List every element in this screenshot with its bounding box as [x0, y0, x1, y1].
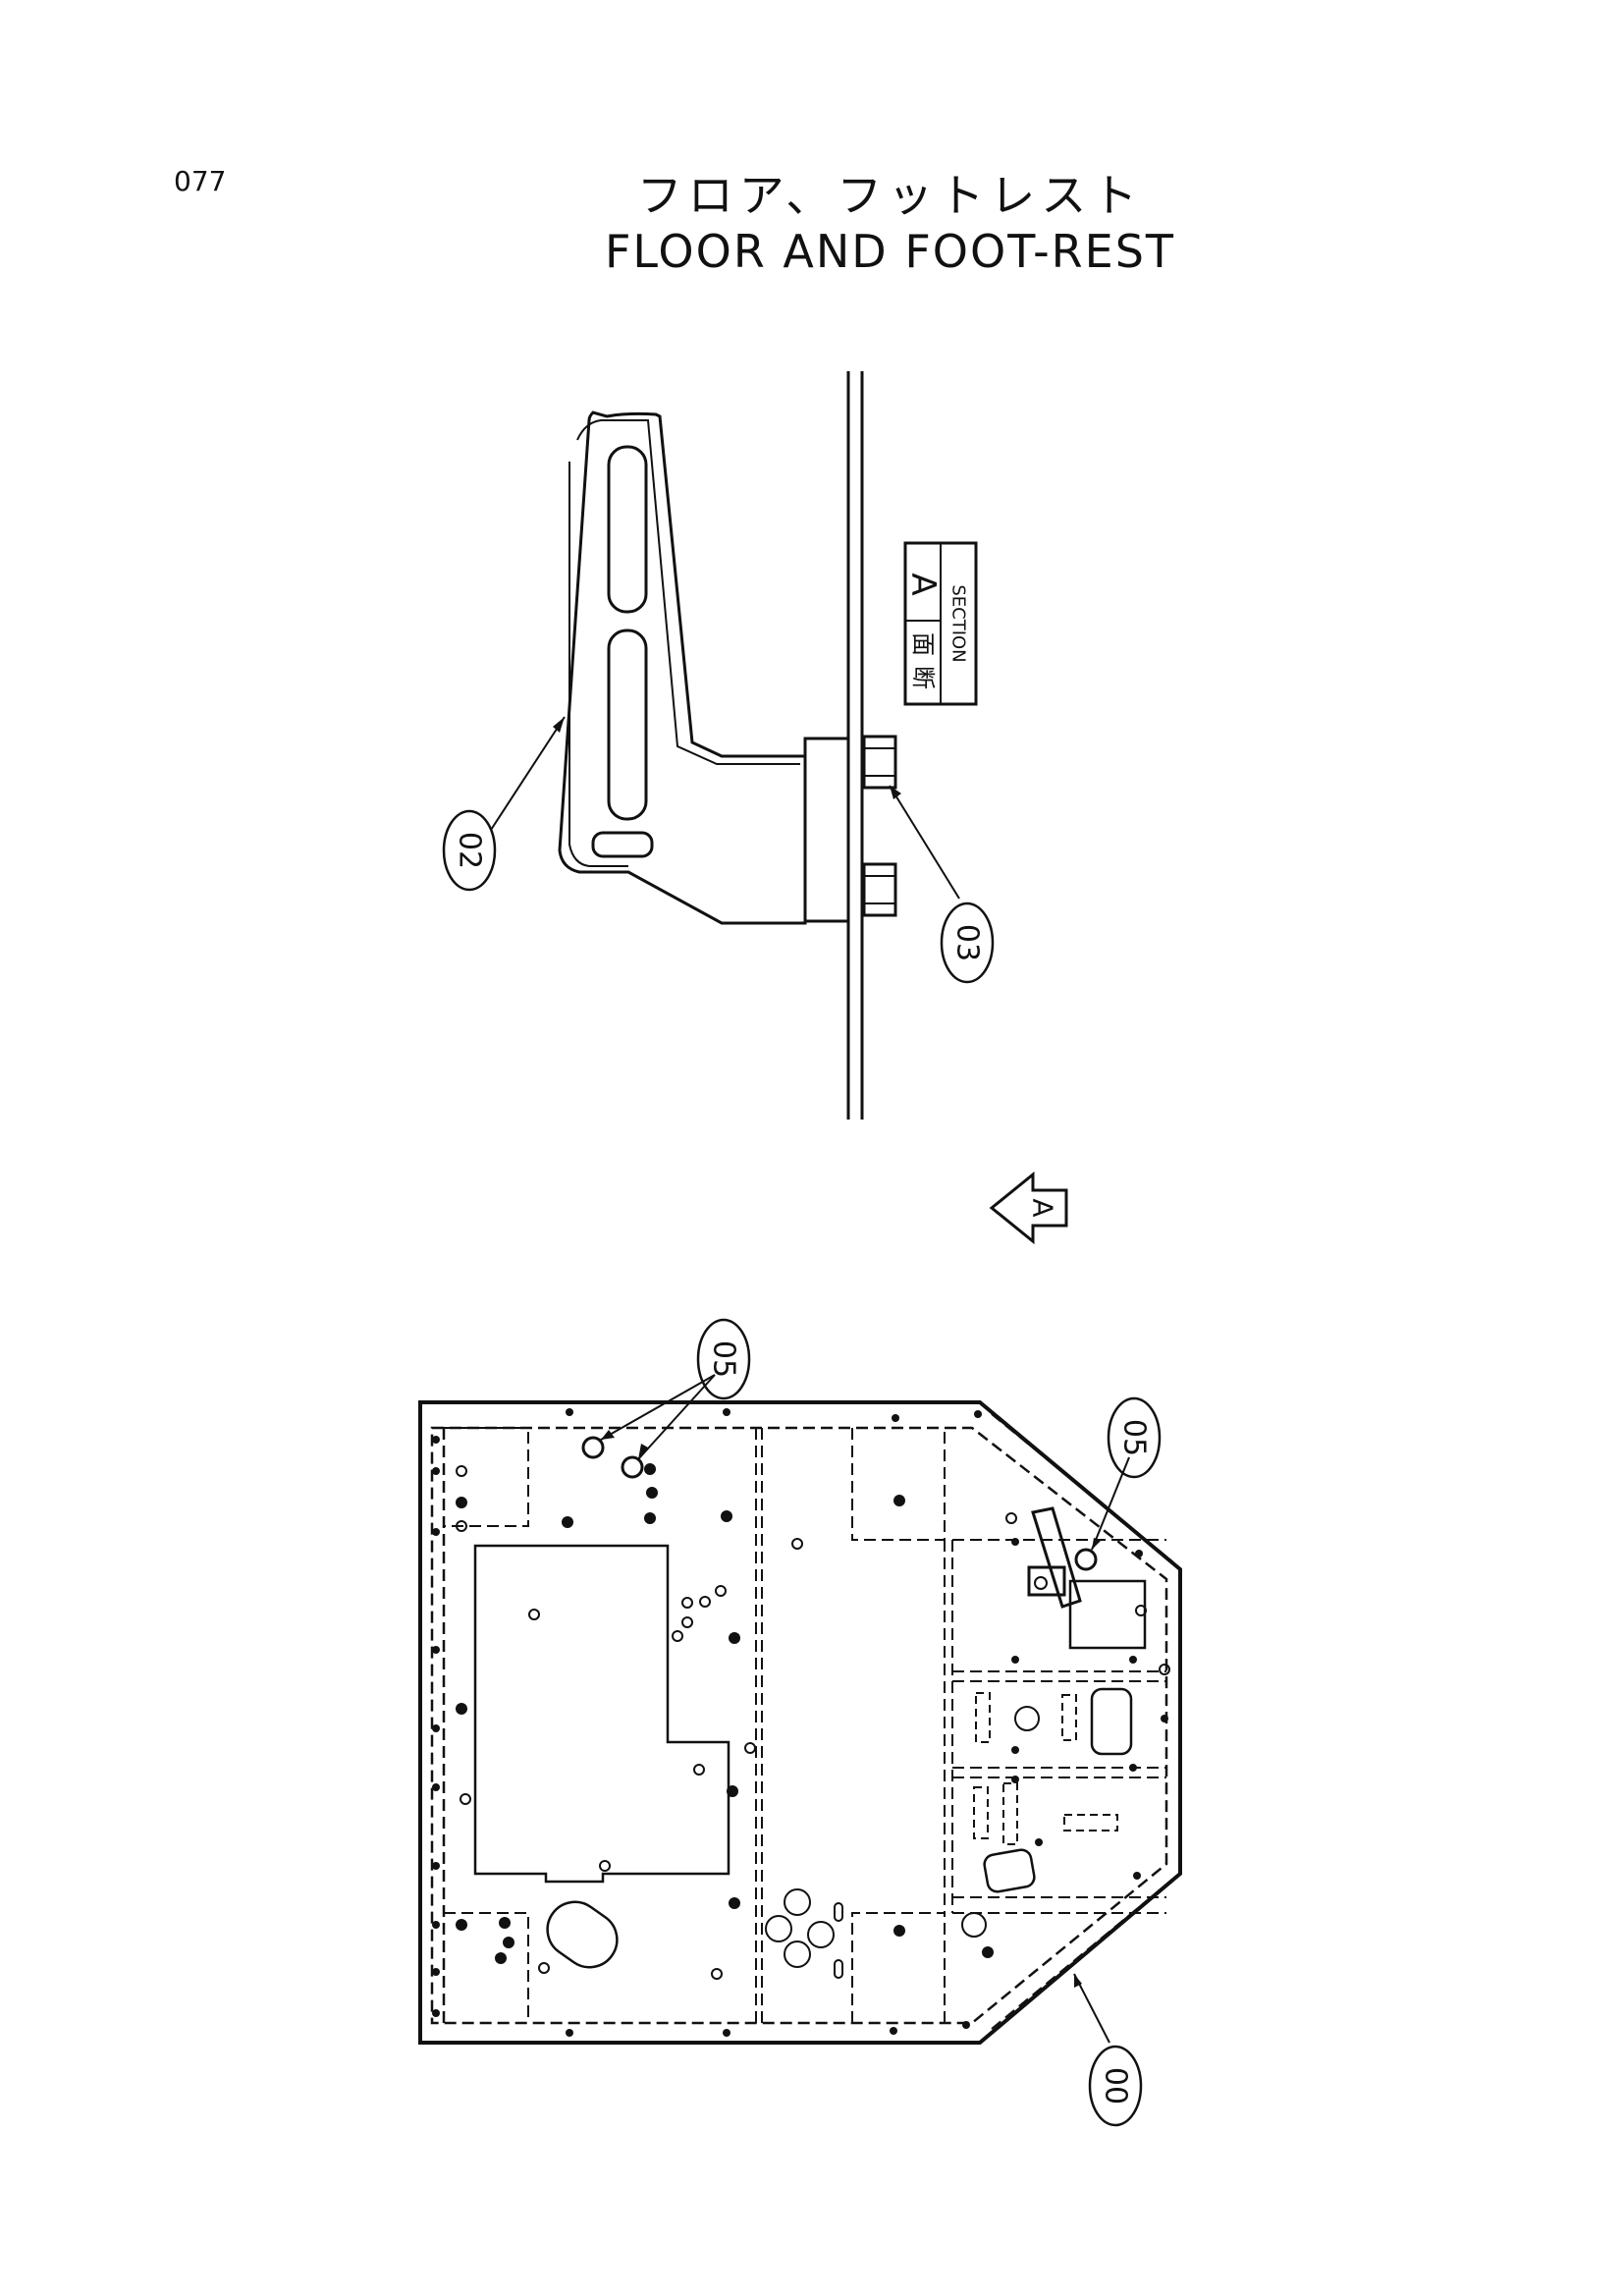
cutout-dashed-slot-3 [973, 1786, 989, 1839]
oval-slot [546, 1900, 619, 1969]
cutout-dashed-slot-4 [1002, 1782, 1018, 1845]
view-arrow-letter: A [1027, 1198, 1059, 1217]
callout-05-right-bubble [1107, 1396, 1162, 1479]
cutout-dashed-slot-1 [975, 1692, 991, 1743]
callout-02-label: 02 [453, 832, 487, 869]
section-a-label: 断 面 A SECTION [903, 541, 978, 706]
callout-05-right-label: 05 [1117, 1419, 1152, 1456]
view-arrow-a: A [989, 1171, 1068, 1245]
floor-plate-outline [418, 1400, 1182, 2045]
hole-cluster-2 [765, 1915, 792, 1942]
weld-dots [432, 1408, 1168, 2037]
callout-05-top-leader-a [600, 1374, 716, 1441]
hole-mid-right [1014, 1706, 1040, 1731]
hole-cluster-3 [784, 1941, 811, 1968]
callout-05-top-label: 05 [707, 1340, 741, 1378]
title-japanese: フロア、フットレスト [636, 169, 1144, 222]
floor-plate-plan-view: 05 05 00 [418, 1318, 1182, 2127]
page-number: 077 [174, 165, 227, 197]
bolt-lower [862, 862, 897, 917]
cutout-square [1068, 1579, 1147, 1650]
section-kanji-dan: 断 [909, 666, 937, 689]
hole-small-2 [681, 1616, 693, 1628]
callout-05-right-arrowhead [1092, 1538, 1102, 1550]
foot-rest-body [558, 410, 807, 925]
small-slots [834, 1902, 843, 1979]
bolt-05-b [621, 1455, 644, 1479]
right-panel-outline [944, 1539, 1166, 1914]
callout-05-top-arrowhead-b [638, 1444, 648, 1459]
callout-03-leader [889, 785, 960, 900]
small-holes [456, 1465, 1170, 1980]
foot-rest-slot-lower [607, 629, 648, 821]
hole-small-1 [699, 1596, 711, 1608]
floor-plate-edge-dash-lower [991, 1879, 1173, 2030]
bolt-upper [862, 735, 897, 790]
hole-small-3 [672, 1630, 683, 1642]
lever [1027, 1506, 1082, 1609]
callout-03-label: 03 [950, 924, 985, 961]
foot-rest-slot-bottom [591, 831, 654, 858]
hole-small-4 [681, 1597, 693, 1609]
floor-plate-inner-border [430, 1426, 1168, 2025]
foot-rest-base [803, 737, 850, 923]
dashed-box-bottom-left [444, 1912, 529, 2023]
callout-02-leader [490, 716, 566, 831]
foot-rest-inner-edge [568, 462, 628, 867]
cutout-rounded-rect [1090, 1687, 1133, 1756]
section-english: SECTION [948, 584, 969, 662]
dashed-box-bottom-right [851, 1912, 946, 2023]
cutout-small-rounded [983, 1848, 1036, 1893]
callout-00-bubble [1088, 2045, 1143, 2127]
section-kanji-men: 面 [909, 632, 937, 656]
title-english: FLOOR AND FOOT-REST [604, 225, 1176, 278]
dashed-box-top-left [444, 1427, 529, 1527]
foot-rest-section-view: 02 03 断 面 A SECTION [442, 371, 995, 1120]
cutout-dashed-slot-2 [1061, 1694, 1077, 1741]
dashed-box-top-right [851, 1428, 946, 1541]
hole-cluster-4 [807, 1921, 835, 1948]
foot-rest-outer-edge [576, 419, 800, 765]
callout-03-arrowhead [890, 786, 901, 799]
callout-02-bubble [442, 809, 497, 892]
callout-03-bubble [940, 902, 995, 984]
callout-05-top-leader-b [637, 1374, 716, 1460]
callout-05-top-bubble [696, 1318, 751, 1400]
callout-00-label: 00 [1099, 2067, 1133, 2105]
callout-00-leader [1073, 1973, 1110, 2044]
hole-cluster-1 [784, 1888, 811, 1916]
page-title: フロア、フットレスト FLOOR AND FOOT-REST [0, 167, 1623, 279]
callout-05-top-arrowhead-a [601, 1430, 615, 1440]
bolt-05-a [581, 1436, 605, 1459]
callout-00-arrowhead [1074, 1974, 1082, 1988]
callout-02-arrowhead [553, 717, 565, 733]
bolt-05-c [1074, 1548, 1098, 1571]
section-letter: A [903, 573, 943, 595]
floor-plate-edge-dash [991, 1413, 1173, 1562]
hole-right-bottom [961, 1912, 987, 1938]
cutout-dashed-slot-5 [1063, 1814, 1118, 1831]
large-opening [473, 1544, 730, 1884]
foot-rest-slot-upper [607, 445, 648, 614]
